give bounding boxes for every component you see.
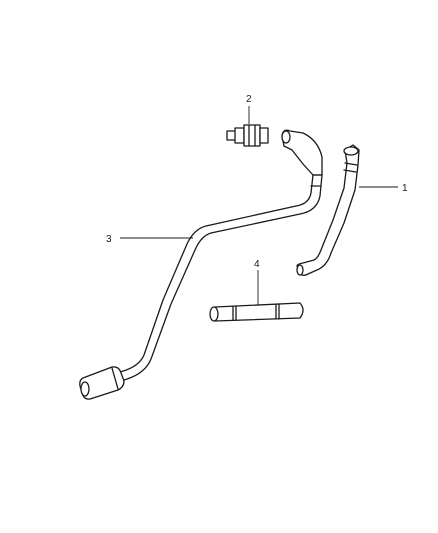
- part-3-hose: [79, 129, 323, 400]
- callout-3: 3: [106, 234, 112, 245]
- part-1-hose: [296, 144, 360, 276]
- callout-2: 2: [246, 94, 252, 105]
- callout-1: 1: [402, 183, 408, 194]
- part-4-tube: [209, 302, 304, 322]
- part-2-fitting: [226, 124, 269, 147]
- callout-4: 4: [254, 259, 260, 270]
